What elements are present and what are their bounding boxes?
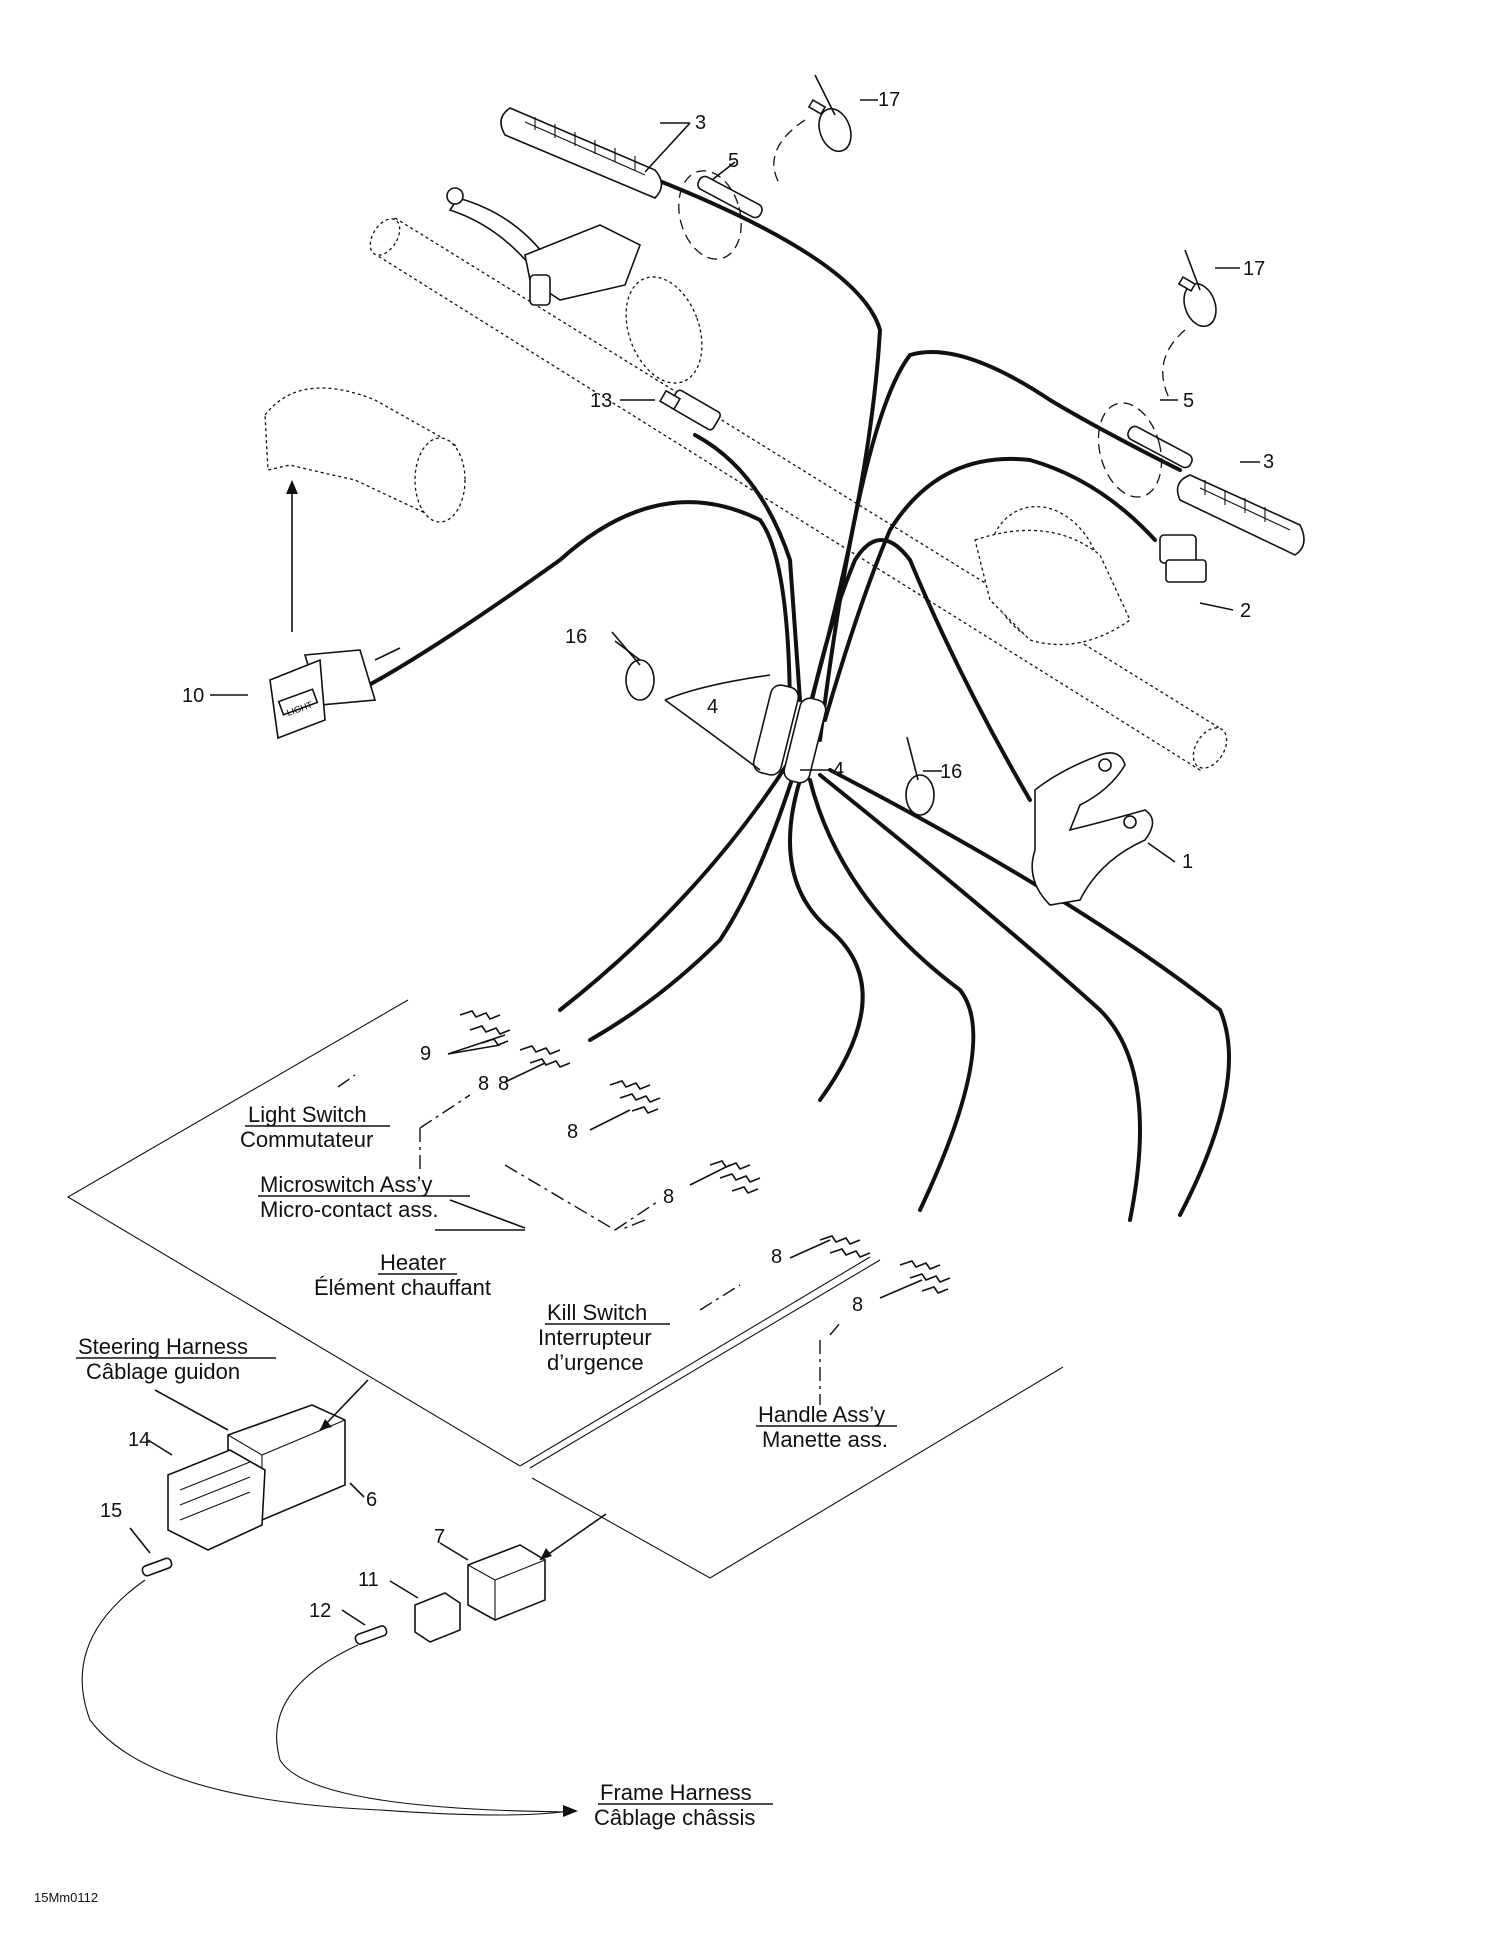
callout-9: 9 — [420, 1043, 431, 1065]
callout-11: 11 — [358, 1569, 379, 1591]
callout-7: 7 — [434, 1526, 445, 1548]
callout-10: 10 — [182, 685, 204, 707]
callout-4-upper: 4 — [707, 696, 718, 718]
callout-8-c: 8 — [663, 1186, 674, 1208]
callout-17-right: 17 — [1243, 258, 1265, 280]
callout-8-a: 8 — [478, 1073, 489, 1095]
callout-numbers: 1 2 3 3 4 4 5 5 6 7 8 8 8 8 8 8 9 10 11 … — [100, 89, 1274, 1622]
callout-14: 14 — [128, 1429, 150, 1451]
caption-microswitch-en: Microswitch Ass’y — [260, 1172, 432, 1197]
caption-light-switch-en: Light Switch — [248, 1102, 367, 1127]
cable-ties — [611, 74, 1217, 816]
callout-17-top: 17 — [878, 89, 900, 111]
captions: Light Switch Commutateur Microswitch Ass… — [76, 1102, 897, 1830]
caption-frame-harness-en: Frame Harness — [600, 1780, 752, 1805]
callout-15: 15 — [100, 1500, 122, 1522]
caption-kill-switch-fr2: d’urgence — [547, 1350, 644, 1375]
caption-heater-fr: Élément chauffant — [314, 1275, 491, 1300]
switch-housing — [264, 387, 466, 632]
callout-8-b: 8 — [567, 1121, 578, 1143]
callout-13: 13 — [590, 390, 612, 412]
handle-bracket-1 — [1031, 752, 1154, 906]
panel-outlines — [66, 999, 1064, 1579]
caption-handle-assy-en: Handle Ass’y — [758, 1402, 885, 1427]
callout-8-d: 8 — [771, 1246, 782, 1268]
callout-3-left: 3 — [695, 112, 706, 134]
caption-frame-harness-fr: Câblage châssis — [594, 1805, 755, 1830]
callout-2: 2 — [1240, 600, 1251, 622]
switch-2 — [1159, 534, 1207, 583]
caption-microswitch-fr: Micro-contact ass. — [260, 1197, 439, 1222]
caption-kill-switch-en: Kill Switch — [547, 1300, 647, 1325]
callout-8-f: 8 — [498, 1073, 509, 1095]
callout-6: 6 — [366, 1489, 377, 1511]
callout-1: 1 — [1182, 851, 1193, 873]
callout-4-lower: 4 — [833, 759, 844, 781]
handlebar — [369, 187, 1228, 771]
leader-lines — [81, 99, 1260, 1817]
light-switch-10: LIGHT — [269, 647, 401, 740]
caption-handle-assy-fr: Manette ass. — [762, 1427, 888, 1452]
grip-left — [500, 107, 663, 199]
caption-kill-switch-fr1: Interrupteur — [538, 1325, 652, 1350]
bottom-connectors — [141, 1404, 546, 1645]
callout-8-e: 8 — [852, 1294, 863, 1316]
pins — [678, 170, 1193, 498]
callout-16-left: 16 — [565, 626, 587, 648]
callout-5-right: 5 — [1183, 390, 1194, 412]
callout-3-right: 3 — [1263, 451, 1274, 473]
cable-sleeves — [752, 684, 827, 784]
harness-wires — [348, 176, 1231, 1222]
terminal-clusters — [459, 1010, 951, 1294]
grip-right — [1176, 474, 1305, 556]
caption-heater-en: Heater — [380, 1250, 446, 1275]
connector-13 — [658, 389, 721, 431]
caption-light-switch-fr: Commutateur — [240, 1127, 373, 1152]
callout-16-right: 16 — [940, 761, 962, 783]
callout-5-left: 5 — [728, 150, 739, 172]
caption-steering-harness-fr: Câblage guidon — [86, 1359, 240, 1384]
callout-12: 12 — [309, 1600, 331, 1622]
figure-code: 15Mm0112 — [34, 1890, 98, 1905]
caption-steering-harness-en: Steering Harness — [78, 1334, 248, 1359]
